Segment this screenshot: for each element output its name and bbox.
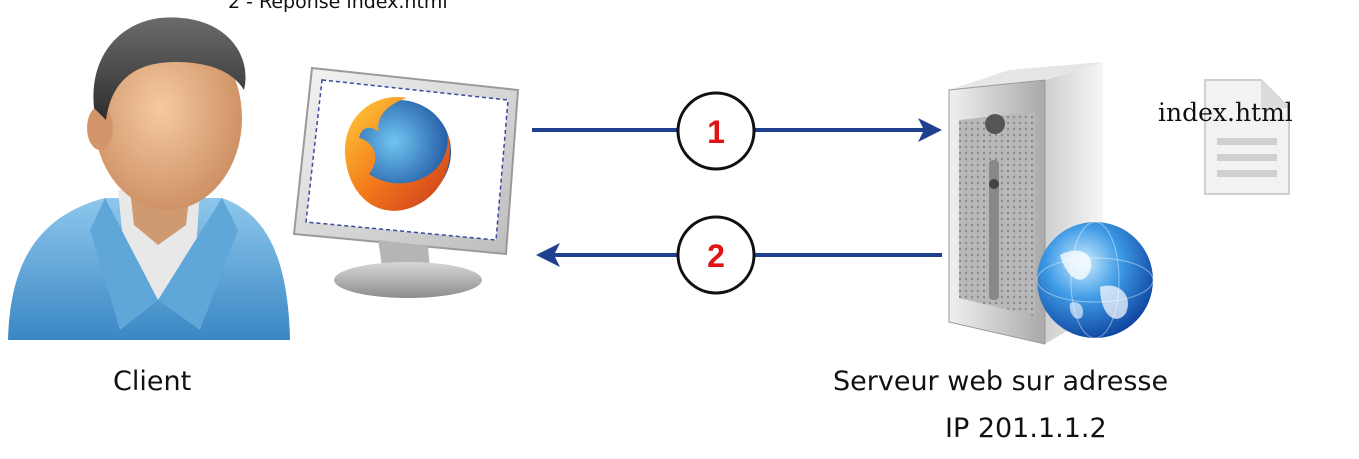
step-2-number: 2 bbox=[707, 238, 725, 274]
server-ip-label: IP 201.1.1.2 bbox=[945, 413, 1107, 444]
firefox-logo-icon bbox=[344, 97, 451, 211]
user-avatar-icon bbox=[8, 17, 290, 340]
step-1-number: 1 bbox=[707, 114, 725, 150]
step-1-marker: 1 bbox=[676, 91, 756, 171]
server-tower-icon bbox=[948, 62, 1103, 345]
client-label: Client bbox=[113, 366, 192, 397]
top-caption: 2 - Réponse index.html bbox=[228, 0, 448, 13]
globe-icon bbox=[1036, 221, 1154, 339]
step-2-marker: 2 bbox=[676, 215, 756, 295]
server-label: Serveur web sur adresse bbox=[833, 366, 1169, 397]
file-document-icon bbox=[1204, 79, 1290, 195]
file-label: index.html bbox=[1158, 98, 1293, 127]
